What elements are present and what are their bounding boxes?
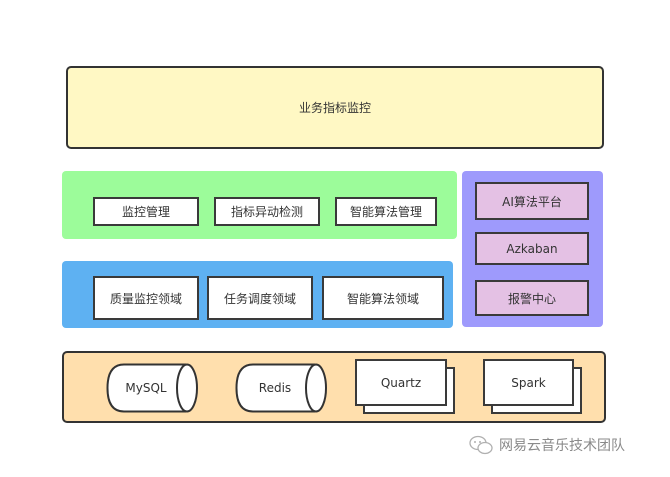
service-label: Spark — [511, 375, 546, 390]
quality-monitoring-domain-box: 质量监控领域 — [93, 276, 199, 320]
database-cylinder-icon — [106, 363, 198, 413]
business-metric-monitoring-layer: 业务指标监控 — [66, 66, 604, 149]
box-label: 指标异动检测 — [230, 205, 303, 219]
box-label: AI算法平台 — [502, 194, 562, 209]
mysql-database: MySQL — [106, 363, 200, 413]
quartz-service-box: Quartz — [355, 359, 447, 406]
database-label: MySQL — [125, 381, 167, 395]
alert-center-box: 报警中心 — [475, 280, 589, 316]
box-label: Azkaban — [506, 241, 558, 256]
ai-algorithm-platform-box: AI算法平台 — [475, 182, 589, 220]
database-cylinder-icon — [235, 363, 327, 413]
service-label: Quartz — [380, 375, 422, 390]
box-label: 质量监控领域 — [109, 291, 182, 306]
box-label: 监控管理 — [121, 205, 170, 219]
metric-anomaly-detection-box: 指标异动检测 — [214, 197, 320, 226]
box-label: 智能算法领域 — [346, 291, 419, 306]
task-scheduling-domain-box: 任务调度领域 — [207, 276, 313, 320]
monitor-management-box: 监控管理 — [93, 197, 199, 226]
smart-algorithm-domain-box: 智能算法领域 — [322, 276, 444, 320]
box-label: 智能算法管理 — [349, 205, 422, 219]
redis-database: Redis — [235, 363, 329, 413]
watermark-text: 网易云音乐技术团队 — [499, 438, 625, 454]
azkaban-box: Azkaban — [475, 232, 589, 265]
smart-algorithm-management-box: 智能算法管理 — [335, 197, 437, 226]
wechat-icon — [469, 435, 493, 455]
box-label: 报警中心 — [507, 291, 556, 306]
box-label: 任务调度领域 — [223, 291, 296, 306]
watermark: 网易云音乐技术团队 — [468, 434, 625, 456]
top-layer-label: 业务指标监控 — [298, 101, 371, 115]
database-label: Redis — [258, 381, 292, 395]
spark-service-box: Spark — [483, 359, 574, 406]
